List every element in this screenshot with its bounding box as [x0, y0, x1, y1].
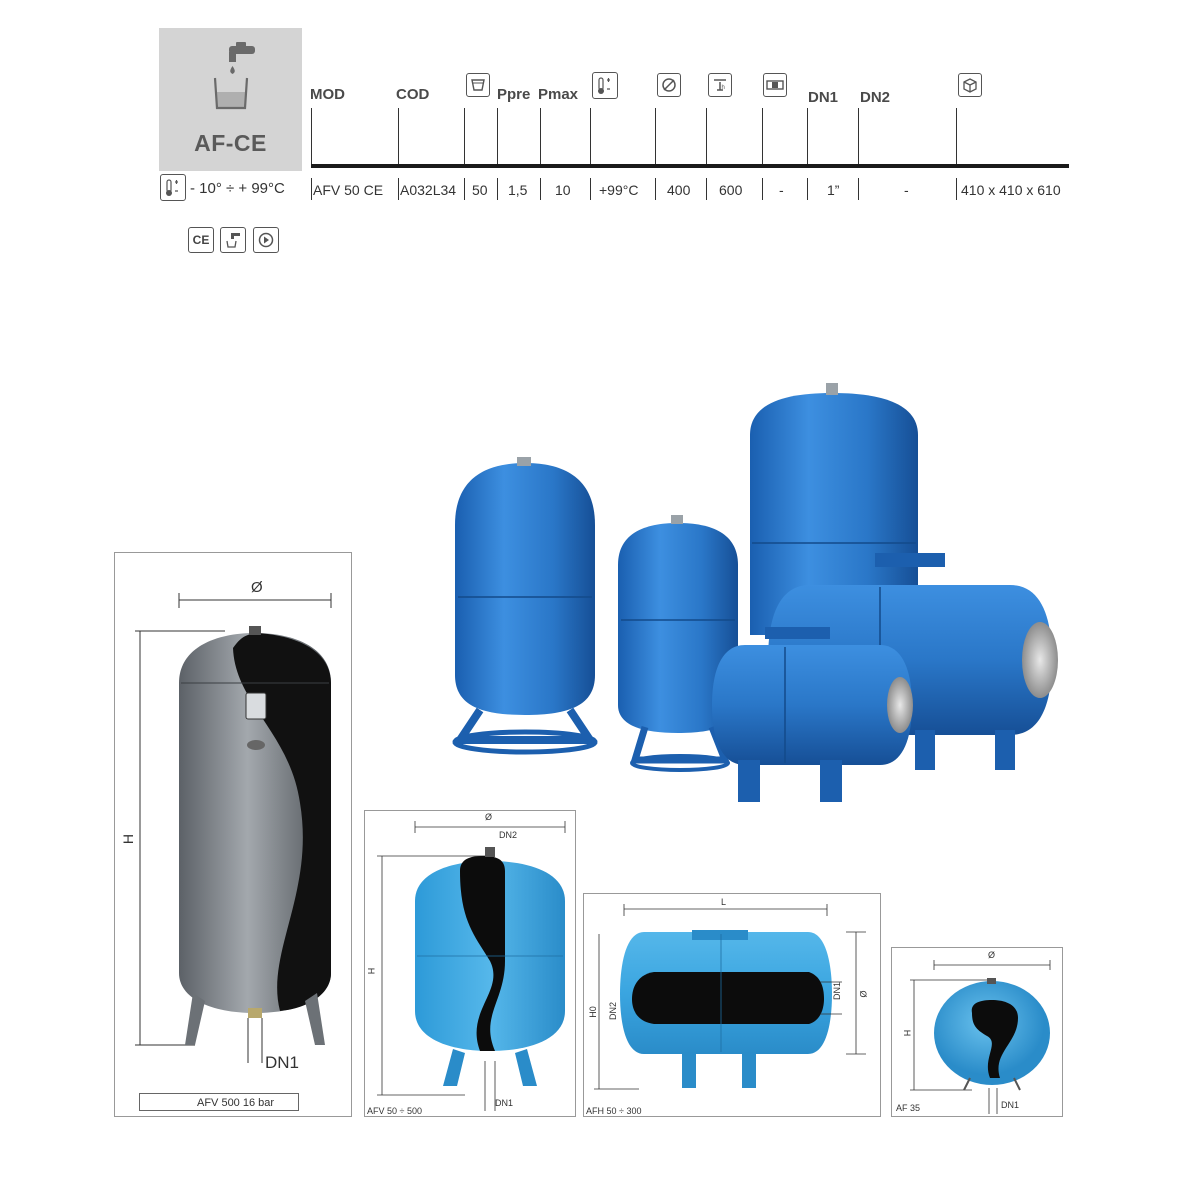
caption-afv-500: AFV 500 16 bar [197, 1097, 275, 1109]
diagram-af-35: Ø H DN1 AF 35 [891, 947, 1063, 1117]
caption-afv-50-500: AFV 50 ÷ 500 [367, 1106, 422, 1116]
cell-package: 410 x 410 x 610 [961, 182, 1061, 198]
tank-horizontal-small [712, 627, 913, 802]
diagram-afv-500: Ø H DN1 AFV 500 16 bar [114, 552, 352, 1117]
header-ppre: Ppre [497, 86, 531, 103]
circulation-icon [253, 227, 279, 253]
dn1-label: DN1 [495, 1098, 514, 1108]
cell-connection: - [779, 182, 784, 198]
thermometer-icon [592, 72, 618, 99]
diameter-icon [657, 73, 681, 97]
header-dn2: DN2 [860, 89, 891, 106]
height-label: H [120, 833, 137, 845]
cell-tmax: +99°C [599, 182, 639, 198]
diagram-afh-50-300: L H0 DN2 DN1 Ø AFH 50 ÷ 300 [583, 893, 881, 1117]
caption-af-35: AF 35 [896, 1103, 921, 1113]
dn1-label: DN1 [832, 981, 843, 1001]
diameter-label: Ø [858, 990, 869, 998]
tank-vertical-large [452, 457, 598, 755]
diameter-label: Ø [485, 812, 493, 822]
dn2-label: DN2 [608, 1001, 619, 1021]
diameter-label: Ø [251, 579, 263, 596]
dn1-label: DN1 [265, 1053, 300, 1072]
height-label: H [366, 967, 377, 975]
product-photo-tanks [452, 383, 1058, 802]
cell-cod: A032L34 [400, 182, 457, 198]
diameter-label: Ø [988, 950, 996, 960]
height-icon: h [708, 73, 732, 97]
water-tap-glass-icon [213, 42, 255, 110]
caption-box: AFV 500 16 bar [139, 1093, 299, 1111]
drinking-water-icon [220, 227, 246, 253]
volume-icon [466, 73, 490, 97]
header-rule [311, 164, 1069, 168]
cell-diameter: 400 [667, 182, 691, 198]
cell-ppre: 1,5 [508, 182, 528, 198]
length-label: L [721, 897, 727, 907]
cell-dn1: 1” [827, 182, 840, 198]
box-dimensions-icon [958, 73, 982, 97]
header-dn1: DN1 [808, 89, 839, 106]
h0-label: H0 [587, 1006, 598, 1018]
svg-text:h: h [722, 85, 725, 91]
category-badge: AF-CE [159, 28, 302, 171]
cell-dn2: - [904, 182, 909, 198]
diagram-afv-50-500: Ø DN2 H DN1 AFV 50 ÷ 500 [364, 810, 576, 1117]
header-mod: MOD [310, 86, 345, 103]
header-pmax: Pmax [538, 86, 579, 103]
badge-label: AF-CE [194, 130, 267, 156]
caption-afh-50-300: AFH 50 ÷ 300 [586, 1106, 642, 1116]
cell-mod: AFV 50 CE [313, 182, 384, 198]
height-label: H [902, 1029, 913, 1037]
temperature-range: - 10° ÷ + 99°C [190, 180, 285, 197]
header-cod: COD [396, 86, 430, 103]
cell-height: 600 [719, 182, 743, 198]
cell-volume: 50 [472, 182, 488, 198]
tank-vertical-back [750, 383, 918, 635]
temperature-range-icon [160, 174, 186, 201]
cell-pmax: 10 [555, 182, 571, 198]
ce-mark-icon: CE [188, 227, 214, 253]
dn1-label: DN1 [1001, 1100, 1020, 1110]
dn2-label: DN2 [499, 830, 518, 840]
connection-icon [763, 73, 787, 97]
